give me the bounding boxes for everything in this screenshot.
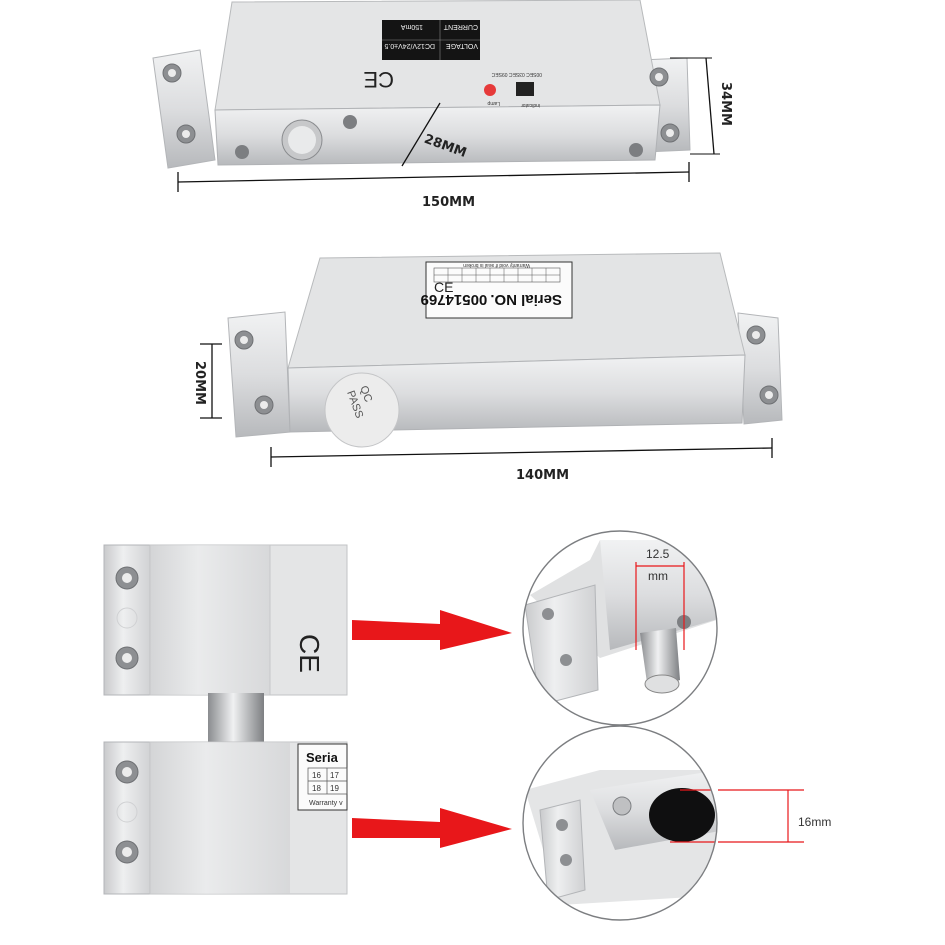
dim-34: 34MM bbox=[718, 82, 733, 126]
current-value: 150mA bbox=[400, 23, 423, 30]
dim-line-34 bbox=[705, 57, 715, 155]
back-lock-view: Serial NO.00514769 Warranty void if seal… bbox=[192, 252, 783, 483]
qc-text: QC bbox=[357, 384, 374, 404]
arrow-right-icon bbox=[352, 808, 512, 848]
spec-label: VOLTAGE CURRENT DC12V/24V±0.5 150mA bbox=[382, 20, 480, 60]
top-lock-view: VOLTAGE CURRENT DC12V/24V±0.5 150mA CE L… bbox=[152, 0, 733, 210]
bolt-pin bbox=[208, 693, 264, 743]
warranty-text: Warranty void if seal is broken bbox=[463, 262, 530, 268]
ce-mark: CE bbox=[363, 67, 394, 92]
dim-20: 20MM bbox=[192, 361, 207, 405]
hole-measure-label: 16mm bbox=[798, 815, 831, 829]
dim-line-150 bbox=[177, 171, 690, 183]
arrow-right-icon bbox=[352, 610, 512, 650]
grid-cell: 18 bbox=[312, 784, 321, 793]
pin-measure-label: 12.5 bbox=[646, 547, 670, 561]
voltage-value: DC12V/24V±0.5 bbox=[384, 42, 435, 49]
indicator-lamp bbox=[484, 84, 496, 96]
serial-fragment-text: Seria bbox=[306, 750, 339, 765]
dim-line-140 bbox=[270, 447, 773, 458]
detail-side-closeup: CE Seria 16 17 18 19 Warranty v bbox=[103, 544, 348, 895]
current-label: CURRENT bbox=[443, 23, 478, 30]
switch-labels: 00SEC 03SEC 09SEC bbox=[491, 71, 542, 77]
red-arrows bbox=[352, 610, 512, 848]
screw-head bbox=[629, 143, 643, 157]
side-ce-mark: CE bbox=[294, 634, 325, 673]
dim-150: 150MM bbox=[422, 195, 475, 210]
dim-line-28 bbox=[401, 102, 441, 167]
indicator-label: indicator bbox=[521, 102, 540, 108]
pin-closeup-circle: 12.5 mm bbox=[522, 530, 718, 726]
back-body-front bbox=[287, 354, 746, 433]
left-mount-tab bbox=[152, 49, 216, 169]
grid-cell: 16 bbox=[312, 771, 321, 780]
serial-label: Serial NO.00514769 Warranty void if seal… bbox=[421, 261, 573, 319]
lock-body-front bbox=[214, 104, 661, 166]
hole-closeup-circle: 16mm bbox=[522, 725, 831, 921]
warranty-fragment: Warranty v bbox=[309, 800, 343, 807]
serial-text: Serial NO.00514769 bbox=[421, 291, 562, 308]
bolt-hole bbox=[649, 788, 715, 842]
screw-head bbox=[235, 145, 249, 159]
grid-cell: 17 bbox=[330, 771, 339, 780]
serial-fragment-label: Seria 16 17 18 19 Warranty v bbox=[297, 743, 348, 811]
bolt-pin-closeup bbox=[640, 628, 680, 690]
timer-dip-switch bbox=[516, 82, 534, 96]
pin-measure-unit: mm bbox=[648, 569, 668, 583]
qc-pass-sticker: QC PASS bbox=[324, 372, 400, 448]
back-left-tab bbox=[227, 311, 291, 438]
back-ce-mark: CE bbox=[434, 279, 453, 295]
screw-head bbox=[343, 115, 357, 129]
lamp-label: Lamp bbox=[487, 100, 500, 106]
grid-cell: 19 bbox=[330, 784, 339, 793]
dim-140: 140MM bbox=[516, 468, 569, 483]
voltage-label: VOLTAGE bbox=[446, 42, 478, 49]
